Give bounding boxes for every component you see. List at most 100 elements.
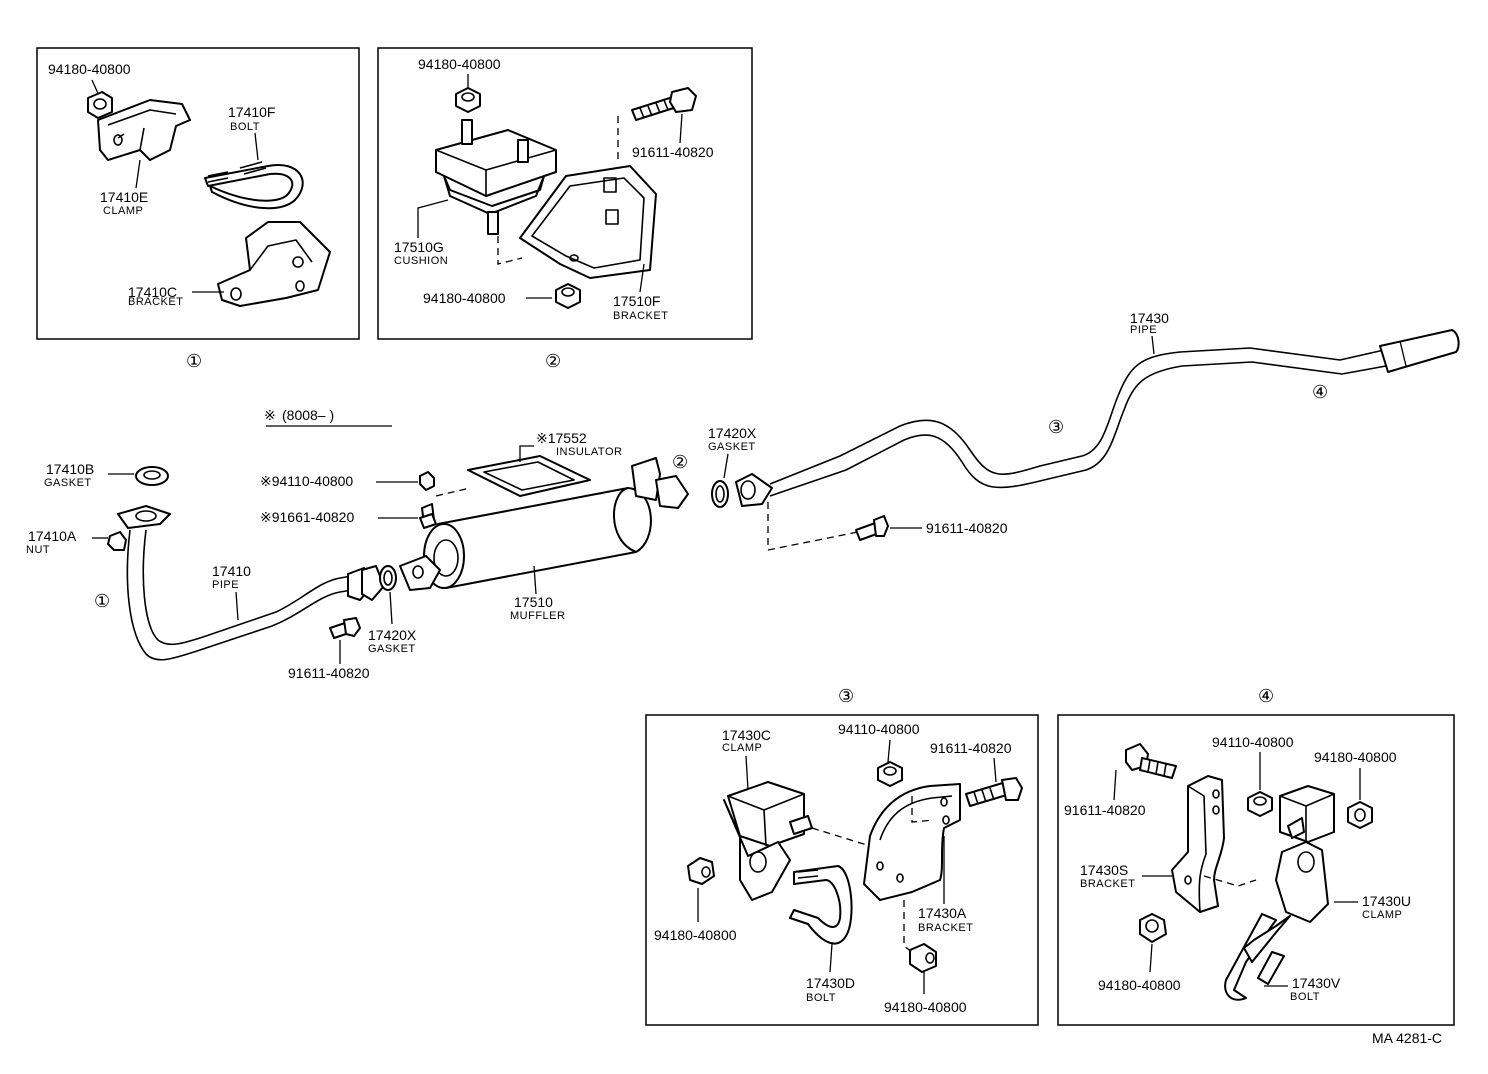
label-muffler-name: MUFFLER <box>510 610 565 622</box>
label-gasket-17410b-name: GASKET <box>44 477 92 489</box>
nut-shape <box>87 91 113 119</box>
bolt-inset4-shape <box>1125 743 1177 779</box>
gasket-17410b-shape <box>135 466 169 486</box>
flange-right-shape <box>735 473 773 507</box>
label-gasket-left-part: 17420X <box>368 627 417 643</box>
inset-2-label-cushion-part: 17510G <box>394 239 444 255</box>
callout-2: ② <box>672 452 688 472</box>
inset-4-number: ④ <box>1258 686 1274 706</box>
label-gasket-right-name: GASKET <box>708 441 756 453</box>
inset-4-label-bolt-17430v-part: 17430V <box>1292 975 1341 991</box>
nut-left-inset3-shape <box>687 857 715 885</box>
cushion-17510g-shape <box>435 119 557 235</box>
bracket-17510f-shape <box>519 165 657 279</box>
inset-1-label-bracket-name: BRACKET <box>128 296 183 308</box>
nut-94110-shape <box>419 471 435 491</box>
bracket-17430s-shape <box>1171 775 1225 913</box>
inset-3-label-bolt-17430d-name: BOLT <box>806 992 836 1004</box>
main-assembly: ※ (8008– ) 17430 PIPE ④ ③ 17420X GASKET <box>26 310 1460 681</box>
inset-2-frame <box>377 47 753 340</box>
inset-1-label-bracket-part: 17410C <box>128 284 177 300</box>
u-bolt-17430d-shape <box>789 865 853 945</box>
inset-1-label-bolt-part: 17410F <box>228 104 275 120</box>
inset-2-label-nut-top-part: 94180-40800 <box>418 56 501 72</box>
inset-3: ③ 17430C CLAMP 94110-40800 91611-40820 <box>645 686 1039 1026</box>
gasket-left-shape <box>379 565 397 591</box>
inset-2-number: ② <box>545 351 561 371</box>
label-nut-17410a-name: NUT <box>26 544 50 556</box>
inset-4-label-bracket-part: 17430S <box>1080 862 1128 878</box>
u-bolt-17430v-shape <box>1224 913 1291 1001</box>
inset-3-label-bracket-name: BRACKET <box>918 922 973 934</box>
bracket-17430a-shape <box>863 783 961 901</box>
gasket-right-shape <box>711 480 729 508</box>
inset-3-label-clamp-name: CLAMP <box>722 742 762 754</box>
inset-3-label-bracket-part: 17430A <box>918 905 967 921</box>
inset-1-number: ① <box>186 351 202 371</box>
inset-3-frame <box>645 714 1039 1026</box>
inset-1-frame <box>36 47 360 340</box>
clamp-17430c-shape <box>723 781 813 901</box>
note-text: (8008– ) <box>282 407 334 423</box>
label-17430-name: PIPE <box>1130 324 1157 336</box>
inset-1: 94180-40800 17410F BOLT 17410E CLAMP <box>36 47 360 371</box>
inset-4-label-clamp-part: 17430U <box>1362 893 1411 909</box>
note-mark: ※ <box>264 407 276 423</box>
inset-3-label-nut-94110-part: 94110-40800 <box>838 721 920 737</box>
inset-2-label-bolt-part: 91611-40820 <box>632 144 714 160</box>
label-gasket-right-part: 17420X <box>708 425 757 441</box>
bolt-left-shape <box>329 617 361 639</box>
insulator-17552-shape <box>467 455 591 497</box>
label-pipe-17410-part: 17410 <box>212 563 251 579</box>
inset-3-number: ③ <box>838 686 854 706</box>
inset-4-label-nut-94110-part: 94110-40800 <box>1212 734 1294 750</box>
inset-4-label-nut-94180-part: 94180-40800 <box>1314 749 1397 765</box>
label-insulator-name: INSULATOR <box>556 446 622 458</box>
label-nut-17410a-part: 17410A <box>28 528 77 544</box>
nut-top-shape <box>455 87 481 113</box>
inset-1-label-bolt-name: BOLT <box>230 121 260 133</box>
inset-3-label-clamp-part: 17430C <box>722 727 771 743</box>
label-muffler-part: 17510 <box>514 594 553 610</box>
inset-4-frame <box>1057 714 1455 1026</box>
inset-4: ④ 91611-40820 94110-40800 94180-40800 <box>1057 686 1455 1026</box>
inset-3-label-bolt-17430d-part: 17430D <box>806 975 855 991</box>
muffler-17510-shape <box>399 457 689 591</box>
inset-4-label-bracket-name: BRACKET <box>1080 878 1135 890</box>
inset-4-label-bolt-part: 91611-40820 <box>1064 802 1146 818</box>
u-bolt-17410f-shape <box>204 161 304 210</box>
front-pipe-17410-shape <box>117 505 385 661</box>
label-insulator-part: ※17552 <box>536 430 587 446</box>
label-gasket-17410b-part: 17410B <box>46 461 94 477</box>
inset-2-label-bracket-name: BRACKET <box>613 310 668 322</box>
label-bolt-right-part: 91611-40820 <box>926 520 1008 536</box>
callout-3: ③ <box>1048 417 1064 437</box>
callout-4: ④ <box>1312 382 1328 402</box>
nut-17410a-shape <box>107 531 127 551</box>
bracket-17410c-shape <box>217 221 331 307</box>
nut-bottom-inset3-shape <box>909 943 937 973</box>
inset-2-label-bracket-part: 17510F <box>613 293 660 309</box>
inset-2-label-cushion-name: CUSHION <box>394 255 448 267</box>
label-bolt-left-part: 91611-40820 <box>288 665 370 681</box>
inset-2-label-nut-bottom-part: 94180-40800 <box>423 290 506 306</box>
bolt-91661-shape <box>419 503 437 529</box>
nut-bottom-inset4-shape <box>1139 913 1167 943</box>
clamp-17410e-shape <box>97 99 191 161</box>
nut-94180-inset4-shape <box>1347 801 1373 829</box>
inset-1-label-clamp-part: 17410E <box>100 189 148 205</box>
nut-94110-inset4-shape <box>1247 791 1273 817</box>
label-bolt-91661-part: ※91661-40820 <box>260 509 354 525</box>
inset-1-label-nut-part: 94180-40800 <box>48 61 131 77</box>
nut-94110-inset3-shape <box>877 761 903 787</box>
inset-3-label-bolt-part: 91611-40820 <box>930 740 1012 756</box>
inset-3-label-nut-bottom-part: 94180-40800 <box>884 999 967 1015</box>
nut-bottom-shape <box>555 283 581 309</box>
inset-4-label-clamp-name: CLAMP <box>1362 909 1402 921</box>
bolt-inset3-shape <box>965 777 1023 807</box>
label-pipe-17410-name: PIPE <box>212 579 239 591</box>
inset-4-label-nut-bottom-part: 94180-40800 <box>1098 977 1181 993</box>
bolt-inset2-shape <box>631 87 697 121</box>
inset-2: 94180-40800 91611-40820 17510G CUSHION <box>377 47 753 371</box>
